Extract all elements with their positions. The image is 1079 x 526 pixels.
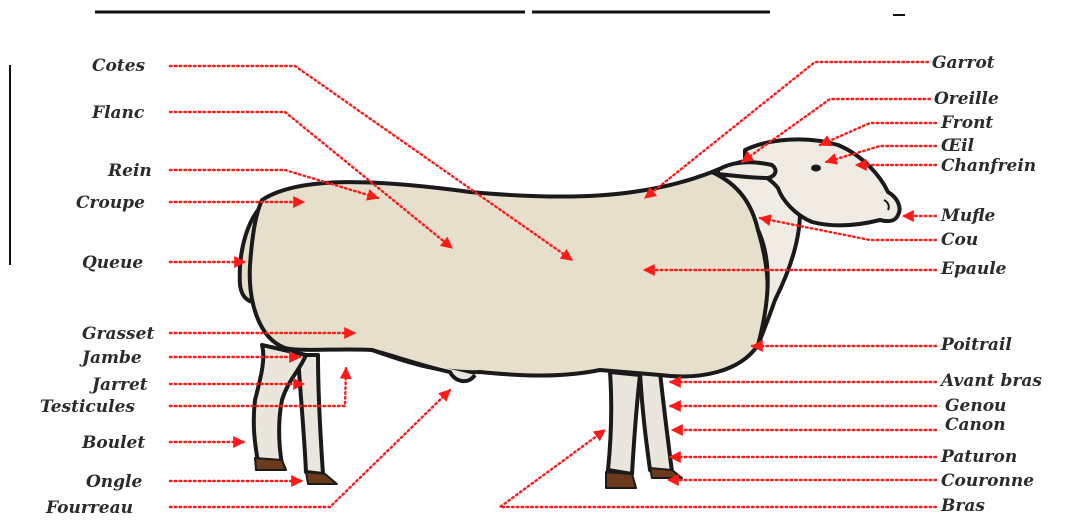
label-croupe: Croupe (76, 193, 145, 213)
hoof-far-hind (306, 472, 337, 484)
ear (718, 162, 775, 178)
label-epaule: Epaule (940, 259, 1007, 279)
near-front-leg (608, 372, 640, 474)
eye (811, 165, 821, 172)
body (250, 172, 768, 376)
sheep-illustration (240, 139, 900, 488)
label-paturon: Paturon (940, 447, 1017, 467)
label-front: Front (940, 113, 993, 133)
label-testicules: Testicules (40, 397, 135, 417)
label-poitrail: Poitrail (940, 335, 1012, 355)
hoof-far-front (650, 468, 682, 478)
label-garrot: Garrot (932, 53, 995, 73)
leader-bras (500, 430, 936, 507)
label-jambe: Jambe (79, 348, 142, 368)
label-chanfrein: Chanfrein (941, 156, 1036, 176)
label-queue: Queue (82, 253, 143, 273)
label-grasset: Grasset (82, 324, 154, 344)
label-jarret: Jarret (89, 375, 148, 395)
label-oeil: Œil (941, 136, 975, 156)
label-mufle: Mufle (940, 206, 996, 226)
label-cotes: Cotes (92, 56, 146, 76)
label-oreille: Oreille (934, 89, 999, 109)
label-couronne: Couronne (941, 471, 1034, 491)
label-rein: Rein (107, 161, 152, 181)
leader-front (820, 123, 936, 145)
label-canon: Canon (945, 415, 1006, 435)
hoof-near-front (606, 472, 636, 488)
label-bras: Bras (940, 496, 985, 516)
label-avant-bras: Avant bras (939, 371, 1042, 391)
label-flanc: Flanc (91, 103, 145, 123)
far-hind-leg (298, 355, 323, 474)
label-genou: Genou (945, 396, 1006, 416)
far-front-leg (640, 372, 672, 472)
hoof-near-hind (255, 458, 286, 470)
label-boulet: Boulet (81, 433, 145, 453)
label-fourreau: Fourreau (45, 498, 133, 518)
label-ongle: Ongle (86, 472, 143, 492)
label-cou: Cou (941, 230, 978, 250)
